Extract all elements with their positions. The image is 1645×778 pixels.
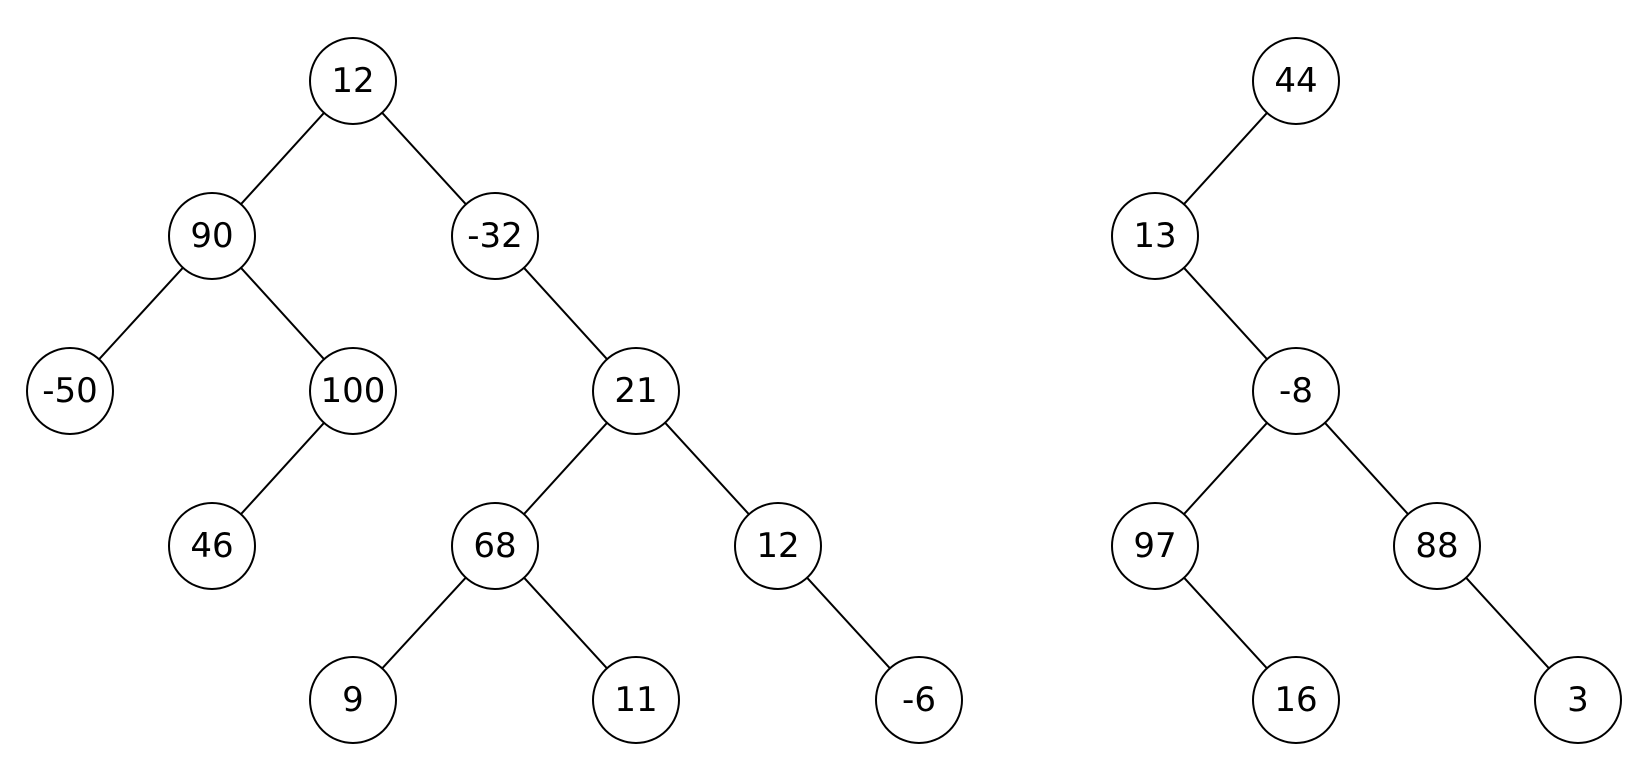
- edge-n12a-nm32: [381, 112, 467, 205]
- node-label: 88: [1415, 526, 1458, 566]
- edge-n90-n100: [240, 267, 325, 360]
- node-label: -32: [467, 216, 523, 256]
- node-circle: [309, 656, 397, 744]
- tree-node-n68: 68: [451, 502, 539, 590]
- node-circle: [309, 347, 397, 435]
- tree-node-nm32: -32: [451, 192, 539, 280]
- edges-layer: [98, 112, 1550, 670]
- node-circle: [26, 347, 114, 435]
- node-circle: [1393, 502, 1481, 590]
- tree-node-n97: 97: [1111, 502, 1199, 590]
- tree-node-n13: 13: [1111, 192, 1199, 280]
- tree-node-n16: 16: [1252, 656, 1340, 744]
- node-circle: [451, 502, 539, 590]
- node-label: -6: [902, 680, 936, 720]
- node-circle: [1111, 192, 1199, 280]
- node-label: -50: [42, 371, 98, 411]
- edge-nm8-n88: [1324, 422, 1409, 515]
- tree-node-nm50: -50: [26, 347, 114, 435]
- node-label: 13: [1133, 216, 1176, 256]
- node-label: 97: [1133, 526, 1176, 566]
- tree-node-nm6: -6: [875, 656, 963, 744]
- tree-node-n9: 9: [309, 656, 397, 744]
- node-circle: [592, 656, 680, 744]
- tree-node-nm8: -8: [1252, 347, 1340, 435]
- node-circle: [168, 502, 256, 590]
- edge-n12b-nm6: [806, 577, 891, 669]
- node-circle: [1252, 37, 1340, 125]
- node-circle: [592, 347, 680, 435]
- node-circle: [1534, 656, 1622, 744]
- tree-node-n90: 90: [168, 192, 256, 280]
- node-circle: [1111, 502, 1199, 590]
- node-circle: [1252, 347, 1340, 435]
- node-label: 9: [342, 680, 364, 720]
- edge-n68-n9: [381, 576, 467, 670]
- edge-n68-n11: [523, 577, 608, 669]
- edge-n12a-n90: [240, 112, 325, 205]
- node-label: 12: [331, 61, 374, 101]
- tree-node-n100: 100: [309, 347, 397, 435]
- node-label: 3: [1567, 680, 1589, 720]
- tree-node-n46: 46: [168, 502, 256, 590]
- node-label: 46: [190, 526, 233, 566]
- node-label: 11: [614, 680, 657, 720]
- tree-node-n3: 3: [1534, 656, 1622, 744]
- tree-node-n44: 44: [1252, 37, 1340, 125]
- edge-n88-n3: [1465, 577, 1550, 669]
- edge-n90-nm50: [98, 267, 184, 360]
- edge-nm32-n21: [523, 267, 608, 360]
- tree-node-n11: 11: [592, 656, 680, 744]
- edge-n44-n13: [1183, 112, 1268, 205]
- node-circle: [451, 192, 539, 280]
- node-circle: [875, 656, 963, 744]
- node-label: 44: [1274, 61, 1317, 101]
- tree-node-n12a: 12: [309, 37, 397, 125]
- nodes-layer: 12 90 -32 -50 100 21 46 68 12 9 11 -6 44 13 -8 97 88 16 3: [26, 37, 1622, 744]
- edge-n97-n16: [1183, 577, 1268, 669]
- edge-n21-n12b: [664, 422, 750, 515]
- node-label: 12: [756, 526, 799, 566]
- node-circle: [734, 502, 822, 590]
- edge-n21-n68: [523, 422, 608, 515]
- tree-node-n21: 21: [592, 347, 680, 435]
- edge-n100-n46: [240, 422, 325, 515]
- node-label: 16: [1274, 680, 1317, 720]
- node-label: 21: [614, 371, 657, 411]
- node-label: 68: [473, 526, 516, 566]
- tree-node-n88: 88: [1393, 502, 1481, 590]
- node-circle: [168, 192, 256, 280]
- node-label: -8: [1279, 371, 1313, 411]
- edge-nm8-n97: [1183, 422, 1268, 515]
- tree-node-n12b: 12: [734, 502, 822, 590]
- edge-n13-nm8: [1183, 267, 1268, 360]
- node-circle: [309, 37, 397, 125]
- node-label: 100: [321, 371, 386, 411]
- node-label: 90: [190, 216, 233, 256]
- node-circle: [1252, 656, 1340, 744]
